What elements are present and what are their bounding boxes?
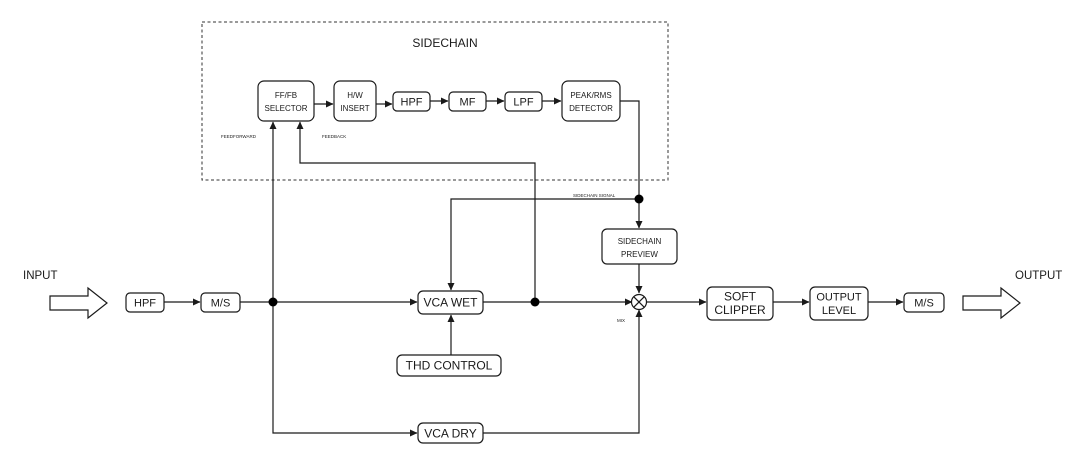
sidechain-container: [201, 21, 669, 181]
mix-label: MIX: [617, 318, 625, 323]
sidechain-signal-label: SIDECHAIN SIGNAL: [573, 193, 616, 198]
svg-text:SELECTOR: SELECTOR: [265, 104, 308, 113]
vca-dry-block: VCA DRY: [417, 422, 484, 444]
sidechain-mf-block: MF: [448, 91, 487, 112]
svg-text:HPF: HPF: [401, 97, 423, 109]
junction-dot: [634, 194, 644, 204]
svg-text:M/S: M/S: [211, 298, 231, 310]
junction-dot: [268, 297, 278, 307]
svg-text:DETECTOR: DETECTOR: [569, 104, 613, 113]
input-ms-block: M/S: [200, 292, 241, 313]
svg-text:MF: MF: [460, 97, 476, 109]
output-label: OUTPUT: [1015, 270, 1062, 282]
output-arrow-icon: [962, 286, 1021, 320]
peak-rms-detector-block: PEAK/RMS DETECTOR: [561, 80, 621, 122]
svg-text:THD CONTROL: THD CONTROL: [406, 359, 493, 373]
mix-summing-node: [630, 293, 648, 311]
svg-text:VCA DRY: VCA DRY: [424, 427, 476, 441]
hw-insert-block: H/W INSERT: [333, 80, 377, 122]
sidechain-lpf-block: LPF: [504, 91, 543, 112]
svg-text:CLIPPER: CLIPPER: [714, 303, 766, 317]
sidechain-title: SIDECHAIN: [412, 36, 477, 50]
feedback-label: FEEDBACK: [322, 134, 346, 139]
svg-text:OUTPUT: OUTPUT: [816, 292, 862, 304]
input-hpf-block: HPF: [125, 292, 165, 313]
sidechain-preview-block: SIDECHAIN PREVIEW: [601, 228, 678, 265]
output-level-block: OUTPUT LEVEL: [809, 286, 869, 321]
svg-text:H/W: H/W: [347, 91, 363, 100]
svg-text:SIDECHAIN: SIDECHAIN: [618, 237, 662, 246]
svg-text:SOFT: SOFT: [724, 290, 757, 304]
ff-fb-selector-block: FF/FB SELECTOR: [257, 80, 315, 122]
svg-text:FF/FB: FF/FB: [275, 91, 297, 100]
svg-text:LPF: LPF: [513, 97, 533, 109]
svg-text:HPF: HPF: [134, 298, 156, 310]
svg-text:INSERT: INSERT: [340, 104, 369, 113]
sidechain-hpf-block: HPF: [392, 91, 431, 112]
svg-text:VCA WET: VCA WET: [423, 296, 478, 310]
svg-text:M/S: M/S: [914, 298, 934, 310]
feedforward-label: FEEDFORWARD: [221, 134, 257, 139]
svg-text:PREVIEW: PREVIEW: [621, 250, 658, 259]
svg-text:PEAK/RMS: PEAK/RMS: [570, 91, 611, 100]
junction-dot: [530, 297, 540, 307]
soft-clipper-block: SOFT CLIPPER: [706, 286, 774, 321]
output-ms-block: M/S: [903, 292, 945, 313]
vca-wet-block: VCA WET: [417, 290, 484, 315]
input-arrow-icon: [49, 286, 108, 320]
thd-control-block: THD CONTROL: [396, 354, 502, 377]
input-label: INPUT: [23, 270, 58, 282]
svg-text:LEVEL: LEVEL: [822, 305, 856, 317]
